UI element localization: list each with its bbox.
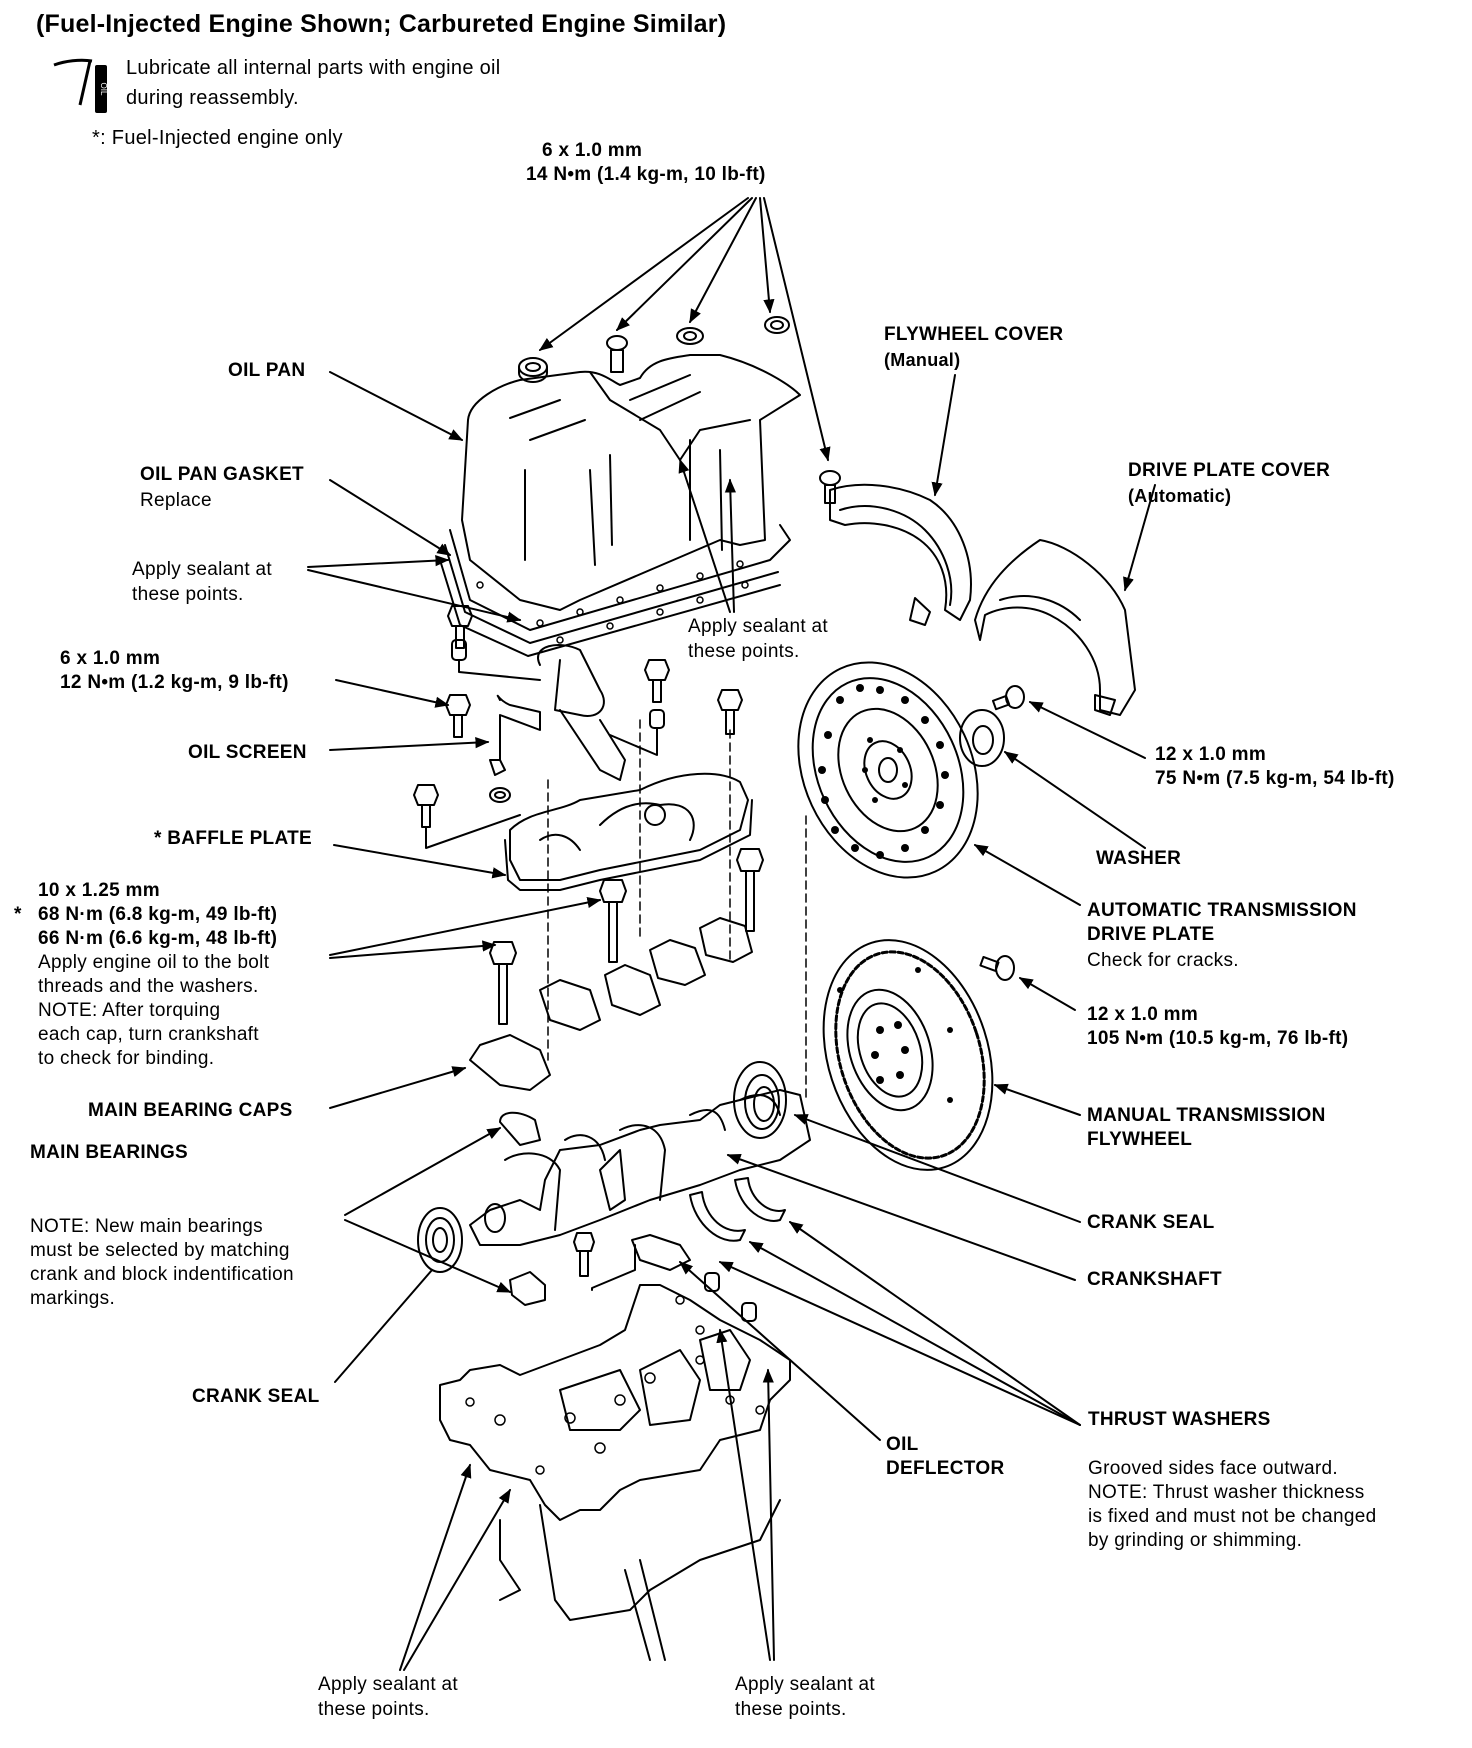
label-drive-plate-line-2: DRIVE PLATE <box>1087 924 1215 945</box>
label-drive-plate-line-1: AUTOMATIC TRANSMISSION <box>1087 900 1357 921</box>
bolt-torque: 12 N•m (1.2 kg-m, 9 lb-ft) <box>60 672 289 693</box>
note-line: Grooved sides face outward. <box>1088 1458 1338 1479</box>
flywheel-part <box>822 939 1015 1171</box>
drive-plate-cover-note: (Automatic) <box>1128 486 1232 506</box>
flywheel-cover-note: (Manual) <box>884 350 961 370</box>
diagram-title: (Fuel-Injected Engine Shown; Carbureted … <box>36 10 727 38</box>
label-oil-deflector-line-2: DEFLECTOR <box>886 1458 1005 1479</box>
sealant-text: Apply sealant at <box>735 1674 875 1695</box>
drive-plate-note: Check for cracks. <box>1087 950 1239 971</box>
lube-note-line-2: during reassembly. <box>126 87 299 109</box>
note-line: by grinding or shimming. <box>1088 1530 1303 1551</box>
label-flywheel-cover: FLYWHEEL COVER <box>884 324 1064 345</box>
note-line: each cap, turn crankshaft <box>38 1024 259 1045</box>
gasket-note: Replace <box>140 490 212 511</box>
bolt-torque: 105 N•m (10.5 kg-m, 76 lb-ft) <box>1087 1028 1349 1049</box>
crank-seal-right-part <box>733 1061 787 1139</box>
bolt-size: 10 x 1.25 mm <box>38 880 160 901</box>
note-line: NOTE: After torquing <box>38 1000 221 1021</box>
sealant-text: these points. <box>735 1699 847 1720</box>
label-crank-seal-left: CRANK SEAL <box>192 1386 320 1407</box>
note-line: NOTE: Thrust washer thickness <box>1088 1482 1365 1503</box>
label-crankshaft: CRANKSHAFT <box>1087 1269 1222 1290</box>
label-oil-screen: OIL SCREEN <box>188 742 307 763</box>
leader-lines <box>307 197 1156 1671</box>
label-oil-pan: OIL PAN <box>228 360 306 381</box>
label-main-bearings: MAIN BEARINGS <box>30 1142 189 1163</box>
drive-plate-part <box>797 661 979 879</box>
oil-can-icon: OIL <box>53 58 108 113</box>
fi-marker: * <box>14 904 22 925</box>
bolt-size: 6 x 1.0 mm <box>60 648 161 669</box>
label-oil-pan-gasket: OIL PAN GASKET <box>140 464 304 485</box>
sealant-text: these points. <box>132 584 244 605</box>
torque-fuel-injected: 68 N·m (6.8 kg-m, 49 lb-ft) <box>38 904 278 925</box>
bolt-size: 12 x 1.0 mm <box>1155 744 1267 765</box>
drive-plate-bolt-washer-part <box>959 685 1025 767</box>
sealant-text: these points. <box>688 641 800 662</box>
note-line: NOTE: New main bearings <box>30 1216 263 1237</box>
label-crank-seal-right: CRANK SEAL <box>1087 1212 1215 1233</box>
sealant-text: Apply sealant at <box>688 616 828 637</box>
note-line: to check for binding. <box>38 1048 215 1069</box>
label-main-bearing-caps: MAIN BEARING CAPS <box>88 1100 293 1121</box>
oil-icon-text: OIL <box>99 83 108 96</box>
label-flywheel-line-2: FLYWHEEL <box>1087 1129 1193 1150</box>
bolt-size: 6 x 1.0 mm <box>542 140 643 161</box>
label-oil-deflector-line-1: OIL <box>886 1434 919 1455</box>
note-line: threads and the washers. <box>38 976 259 997</box>
note-line: markings. <box>30 1288 116 1309</box>
engine-block-part <box>439 1284 791 1661</box>
drive-plate-cover-part <box>974 539 1136 716</box>
fuel-injected-footnote: *: Fuel-Injected engine only <box>92 127 343 149</box>
bolt-torque: 75 N•m (7.5 kg-m, 54 lb-ft) <box>1155 768 1395 789</box>
lube-note-line-1: Lubricate all internal parts with engine… <box>126 57 501 79</box>
bolt-torque: 14 N•m (1.4 kg-m, 10 lb-ft) <box>526 164 766 185</box>
oil-screen-part <box>413 605 743 849</box>
sealant-text: Apply sealant at <box>318 1674 458 1695</box>
note-line: must be selected by matching <box>30 1240 290 1261</box>
main-bearing-caps-part <box>469 848 764 1211</box>
label-flywheel-line-1: MANUAL TRANSMISSION <box>1087 1105 1326 1126</box>
oil-pan-nuts <box>518 316 841 504</box>
sealant-text: Apply sealant at <box>132 559 272 580</box>
sealant-text: these points. <box>318 1699 430 1720</box>
baffle-plate-part <box>504 772 753 891</box>
label-thrust-washers: THRUST WASHERS <box>1088 1409 1271 1430</box>
label-drive-plate-cover: DRIVE PLATE COVER <box>1128 460 1331 481</box>
bolt-size: 12 x 1.0 mm <box>1087 1004 1199 1025</box>
note-line: is fixed and must not be changed <box>1088 1506 1377 1527</box>
alignment-lines <box>547 719 807 1101</box>
oil-pan-part <box>439 354 801 657</box>
label-washer: WASHER <box>1096 848 1182 869</box>
note-line: Apply engine oil to the bolt <box>38 952 270 973</box>
label-baffle-plate: * BAFFLE PLATE <box>154 828 312 849</box>
torque-carbureted: 66 N·m (6.6 kg-m, 48 lb-ft) <box>38 928 278 949</box>
flywheel-cover-part <box>829 483 972 626</box>
note-line: crank and block indentification <box>30 1264 294 1285</box>
